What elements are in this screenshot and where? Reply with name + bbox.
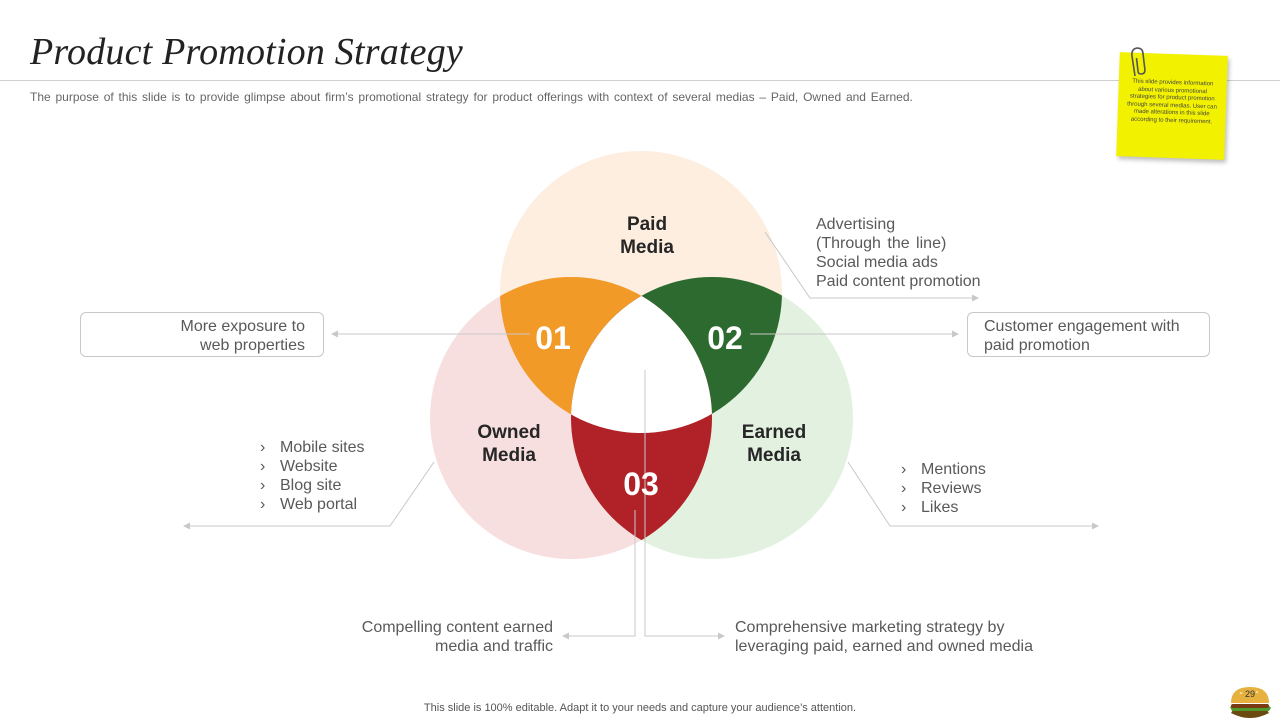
- paid-media-label: Paid Media: [587, 213, 707, 259]
- earned-media-label: Earned Media: [714, 421, 834, 467]
- earned-media-list: Mentions Reviews Likes: [901, 460, 1041, 517]
- earned-media-label-line2: Media: [747, 445, 801, 466]
- title-divider: [0, 80, 1280, 81]
- page-number: 29: [1244, 689, 1255, 699]
- owned-media-label-line1: Owned: [477, 422, 541, 443]
- paid-item: Paid content promotion: [816, 273, 981, 290]
- segment-01-callout-line1: More exposure to: [180, 318, 305, 335]
- segment-03-callout: Compelling content earned media and traf…: [330, 618, 553, 656]
- paperclip-icon: [1131, 47, 1146, 77]
- owned-item: Blog site: [260, 476, 420, 495]
- owned-media-label-line2: Media: [482, 445, 536, 466]
- center-overlap: [571, 277, 712, 433]
- connector-center: [644, 370, 724, 637]
- owned-media-label: Owned Media: [449, 421, 569, 467]
- segment-03-number: 03: [623, 466, 659, 502]
- owned-item: Web portal: [260, 495, 420, 514]
- segment-03-callout-line1: Compelling content earned: [361, 619, 553, 636]
- arrow-head-earned-list: [1092, 522, 1099, 530]
- owned-item: Website: [260, 457, 420, 476]
- segment-02-callout-line2: paid promotion: [984, 337, 1090, 354]
- earned-item: Mentions: [901, 460, 1041, 479]
- segment-03-callout-line2: media and traffic: [435, 638, 553, 655]
- slide-title: Product Promotion Strategy: [30, 31, 463, 73]
- slide-subtitle: The purpose of this slide is to provide …: [30, 90, 913, 104]
- owned-media-list: Mobile sites Website Blog site Web porta…: [260, 438, 420, 514]
- center-callout-line1: Comprehensive marketing strategy by: [735, 619, 1005, 636]
- segment-02-callout-line1: Customer engagement with: [984, 318, 1180, 335]
- arrow-head-seg02: [952, 330, 959, 338]
- paid-media-label-line1: Paid: [626, 214, 668, 235]
- arrow-head-center: [718, 632, 725, 640]
- connector-earned-list: [847, 461, 1098, 527]
- slide-footer: This slide is 100% editable. Adapt it to…: [423, 702, 857, 714]
- segment-01-callout-line2: web properties: [200, 337, 305, 354]
- paid-item: Social media ads: [816, 254, 938, 271]
- arrow-head-paid-list: [972, 294, 979, 302]
- paid-item: Advertising: [816, 216, 896, 233]
- paid-item: (Through the line): [816, 235, 947, 252]
- connector-seg03: [563, 510, 636, 637]
- arrow-head-seg01: [331, 330, 338, 338]
- earned-item: Reviews: [901, 479, 1041, 498]
- segment-02-number: 02: [707, 320, 743, 356]
- arrow-head-seg03: [562, 632, 569, 640]
- segment-01-callout-box: More exposure to web properties: [80, 312, 324, 357]
- paid-media-list: Advertising (Through the line) Social me…: [816, 215, 1016, 291]
- arrow-head-owned-list: [183, 522, 190, 530]
- center-callout-line2: leveraging paid, earned and owned media: [735, 638, 1033, 655]
- center-callout: Comprehensive marketing strategy by leve…: [735, 618, 1065, 656]
- segment-01-number: 01: [535, 320, 571, 356]
- owned-item: Mobile sites: [260, 438, 420, 457]
- segment-02-callout-box: Customer engagement with paid promotion: [967, 312, 1210, 357]
- earned-media-label-line1: Earned: [741, 422, 807, 443]
- earned-item: Likes: [901, 498, 1041, 517]
- connector-paid-list: [764, 231, 978, 299]
- paid-media-label-line2: Media: [620, 237, 674, 258]
- burger-icon: [1230, 687, 1271, 718]
